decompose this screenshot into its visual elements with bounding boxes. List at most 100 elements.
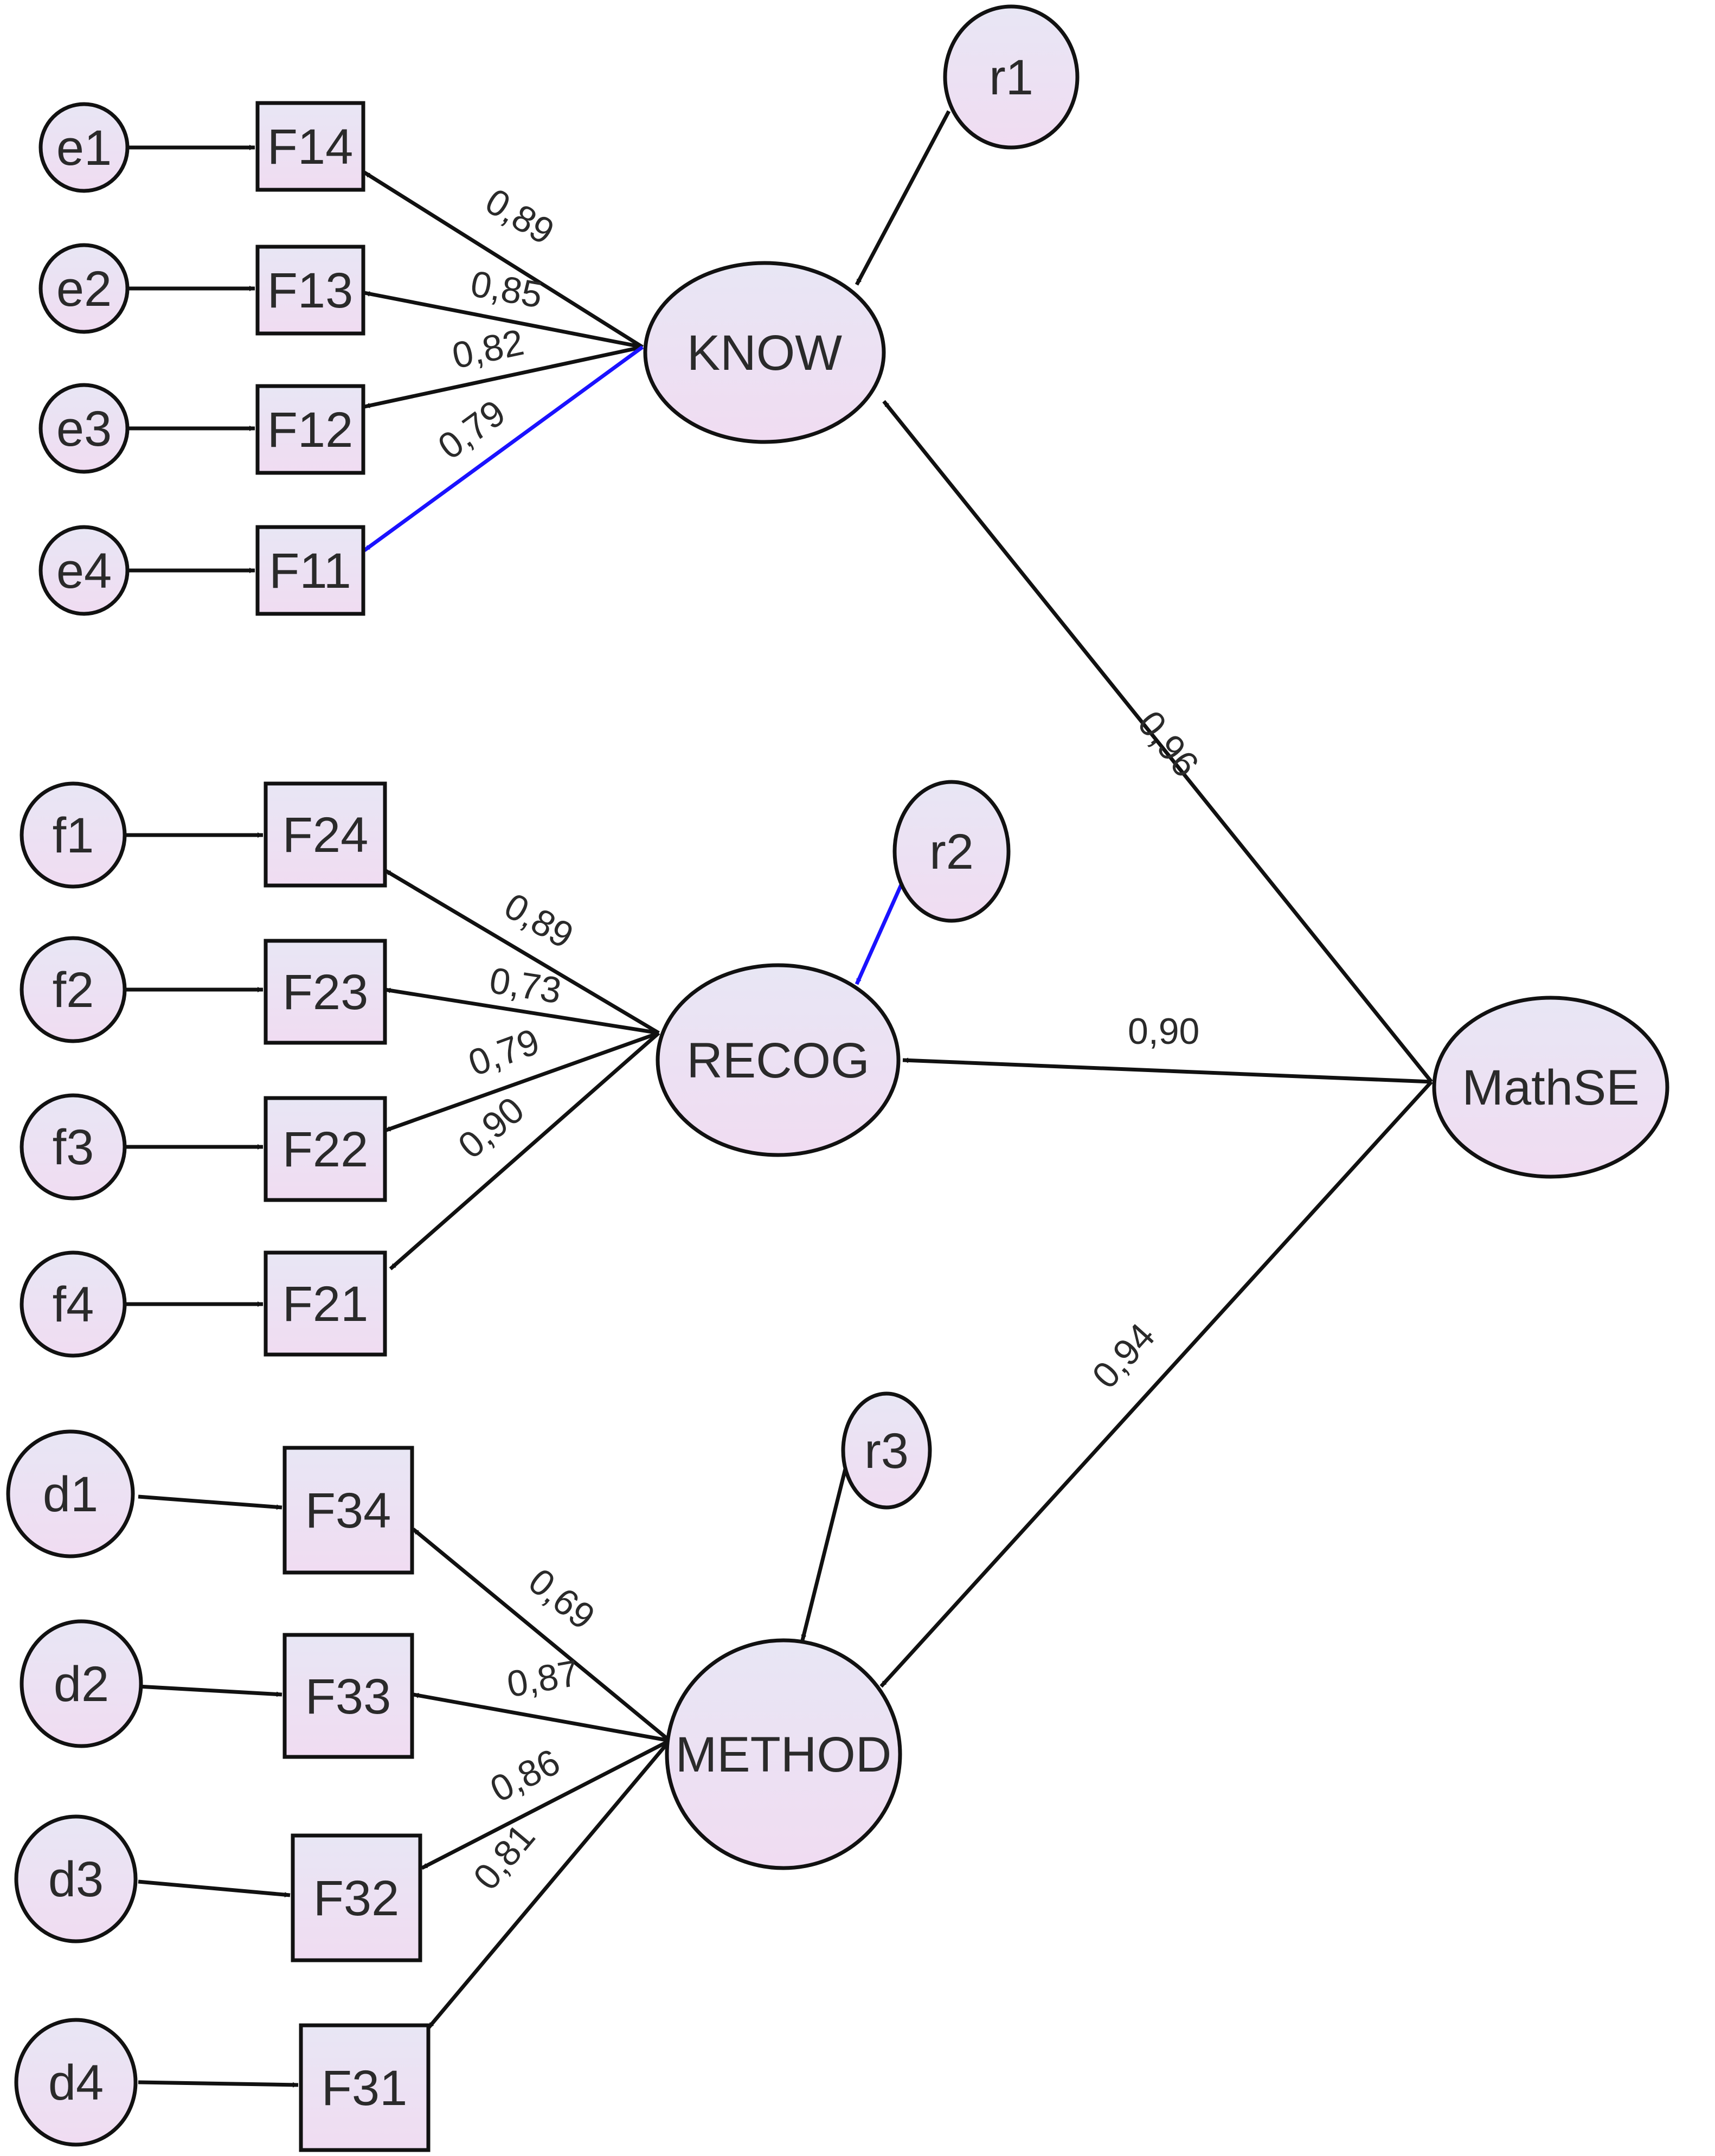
latent-mathse[interactable]: MathSE <box>1432 996 1669 1179</box>
path-d4-F31 <box>138 2080 299 2088</box>
path-r3-method <box>800 1466 848 1641</box>
residual-r3-label: r3 <box>864 1423 909 1479</box>
indicator-F11-label: F11 <box>269 543 351 599</box>
error-d2-label: d2 <box>54 1657 109 1712</box>
error-f4[interactable]: f4 <box>20 1250 127 1358</box>
error-d1-label: d1 <box>43 1467 98 1522</box>
label-recog-F22: 0,79 <box>463 1021 544 1084</box>
indicator-F31-label: F31 <box>322 2061 408 2116</box>
error-e1-label: e1 <box>56 120 112 176</box>
path-d3-F32 <box>138 1879 291 1898</box>
residual-r1-label: r1 <box>989 50 1033 105</box>
label-method-F33: 0,87 <box>504 1652 582 1705</box>
error-e1[interactable]: e1 <box>38 102 130 193</box>
latent-recog[interactable]: RECOG <box>656 963 901 1157</box>
indicator-F22[interactable]: F22 <box>264 1096 387 1202</box>
indicator-F21-label: F21 <box>282 1276 369 1332</box>
error-f2[interactable]: f2 <box>20 936 127 1043</box>
path-r2-recog <box>855 880 905 985</box>
indicators: F14 F13 F12 F11 F24 F23 F22 F21 <box>255 101 431 2152</box>
indicator-F34[interactable]: F34 <box>282 1446 414 1575</box>
error-f4-label: f4 <box>53 1277 94 1332</box>
error-f3-label: f3 <box>53 1120 94 1175</box>
error-d4[interactable]: d4 <box>14 2018 138 2147</box>
error-terms: e1 e2 e3 e4 f1 f2 f3 f4 <box>6 102 143 2147</box>
path-d2-F33 <box>138 1684 282 1697</box>
error-e4-label: e4 <box>56 543 112 599</box>
error-f3[interactable]: f3 <box>20 1093 127 1201</box>
path-recog-F22 <box>384 1031 660 1133</box>
error-d1[interactable]: d1 <box>6 1429 135 1558</box>
label-know-F13: 0,85 <box>467 263 545 316</box>
path-know-F11 <box>363 345 644 552</box>
path-method-F31 <box>427 1739 671 2030</box>
path-method-F34 <box>412 1528 671 1742</box>
path-r1-know <box>855 110 951 286</box>
indicator-F24-label: F24 <box>282 807 369 863</box>
latent-mathse-label: MathSE <box>1462 1060 1639 1115</box>
indicator-F13[interactable]: F13 <box>255 245 365 336</box>
indicator-F23[interactable]: F23 <box>264 939 387 1045</box>
error-e3-label: e3 <box>56 401 112 457</box>
residual-r2-label: r2 <box>929 824 974 880</box>
path-method-F33 <box>413 1692 670 1743</box>
path-know-F13 <box>364 291 643 349</box>
path-know-F14 <box>363 171 644 349</box>
label-recog-F23: 0,73 <box>487 960 564 1012</box>
indicator-F33[interactable]: F33 <box>282 1633 414 1759</box>
path-method-F32 <box>421 1738 671 1870</box>
indicator-F11[interactable]: F11 <box>255 525 365 616</box>
label-mathse-recog: 0,90 <box>1128 1011 1199 1052</box>
path-d1-F34 <box>138 1494 282 1510</box>
residual-r2[interactable]: r2 <box>892 780 1011 923</box>
paths <box>125 110 1433 2088</box>
indicator-F12[interactable]: F12 <box>255 384 365 475</box>
latent-know[interactable]: KNOW <box>643 261 886 444</box>
indicator-F32-label: F32 <box>313 1871 400 1926</box>
label-method-F31: 0,81 <box>465 1816 543 1897</box>
indicator-F32[interactable]: F32 <box>291 1833 422 1962</box>
path-mathse-method <box>879 1080 1433 1688</box>
latent-know-label: KNOW <box>687 325 842 381</box>
indicator-F22-label: F22 <box>282 1122 369 1177</box>
indicator-F14[interactable]: F14 <box>255 101 365 192</box>
error-d3[interactable]: d3 <box>14 1814 138 1943</box>
indicator-F24[interactable]: F24 <box>264 781 387 888</box>
error-f2-label: f2 <box>53 963 94 1018</box>
indicator-F13-label: F13 <box>267 263 354 318</box>
latent-method-label: METHOD <box>676 1727 892 1782</box>
label-know-F12: 0,82 <box>448 322 527 377</box>
label-know-F11: 0,79 <box>431 392 513 467</box>
path-recog-F24 <box>384 868 660 1035</box>
error-e2-label: e2 <box>56 261 112 317</box>
label-know-F14: 0,89 <box>478 181 561 253</box>
indicator-F33-label: F33 <box>305 1669 391 1724</box>
residual-r1[interactable]: r1 <box>943 4 1080 150</box>
error-f1[interactable]: f1 <box>20 781 127 889</box>
path-know-F12 <box>364 345 643 409</box>
error-e2[interactable]: e2 <box>38 243 130 334</box>
indicator-F14-label: F14 <box>267 119 354 175</box>
indicator-F23-label: F23 <box>282 965 369 1020</box>
label-mathse-method: 0,94 <box>1084 1316 1163 1396</box>
error-d3-label: d3 <box>48 1852 104 1907</box>
error-d4-label: d4 <box>48 2055 104 2110</box>
path-recog-F21 <box>389 1031 660 1271</box>
latent-recog-label: RECOG <box>686 1033 869 1088</box>
error-d2[interactable]: d2 <box>20 1619 143 1748</box>
error-e3[interactable]: e3 <box>38 383 130 474</box>
indicator-F21[interactable]: F21 <box>264 1250 387 1357</box>
indicator-F31[interactable]: F31 <box>299 2023 431 2152</box>
indicator-F34-label: F34 <box>305 1483 391 1538</box>
path-mathse-recog <box>902 1057 1432 1084</box>
indicator-F12-label: F12 <box>267 402 354 458</box>
path-mathse-know <box>882 400 1433 1083</box>
error-f1-label: f1 <box>53 808 94 863</box>
path-recog-F23 <box>384 987 659 1035</box>
residuals: r1 r2 r3 <box>841 4 1080 1510</box>
residual-r3[interactable]: r3 <box>841 1391 932 1510</box>
error-e4[interactable]: e4 <box>38 525 130 616</box>
label-mathse-know: 0,96 <box>1129 703 1206 785</box>
latent-method[interactable]: METHOD <box>665 1638 902 1870</box>
